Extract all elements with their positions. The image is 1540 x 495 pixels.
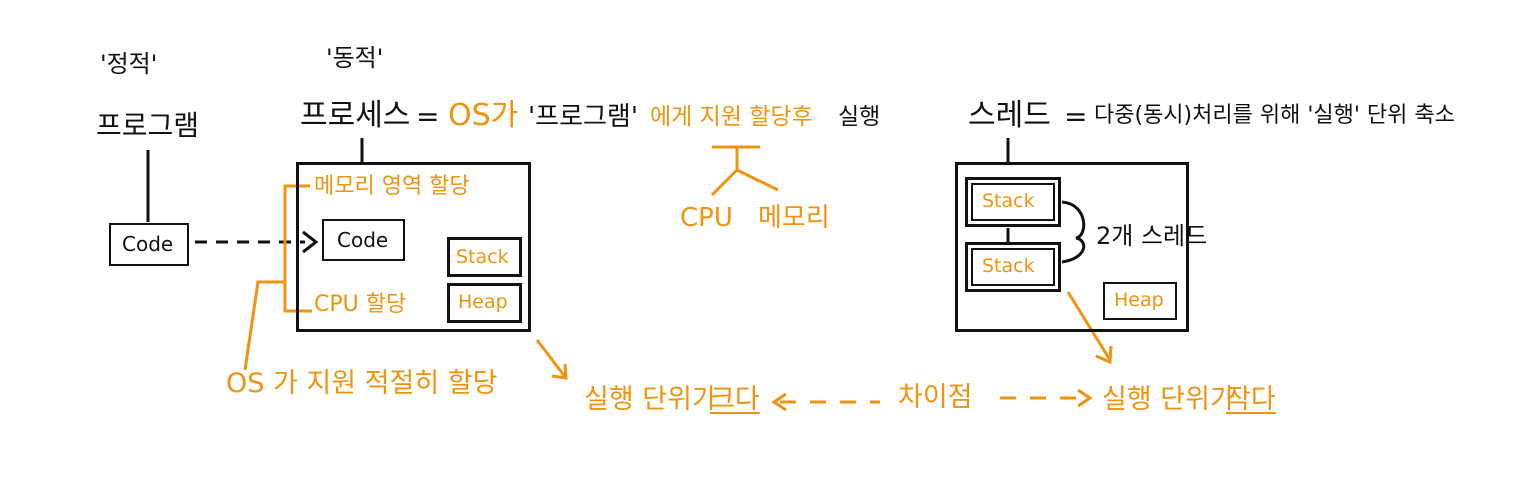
- process-stack-box: [447, 237, 522, 277]
- compare-right-key: 작다: [1226, 384, 1276, 415]
- thread-result-arrowhead: [1095, 345, 1113, 365]
- process-code-label: Code: [337, 228, 389, 252]
- process-def-run: 실행: [838, 104, 881, 130]
- resource-fork-right: [736, 168, 779, 192]
- thread-count-label: 2개 스레드: [1096, 222, 1208, 250]
- thread-stack-1-label: Stack: [982, 190, 1035, 212]
- thread-result-arrow: [1066, 291, 1112, 361]
- thread-definition: 다중(동시)처리를 위해 '실행' 단위 축소: [1094, 103, 1455, 128]
- thread-stack-2-inner: [971, 248, 1055, 286]
- compare-left-prefix: 실행 단위가: [584, 384, 717, 415]
- thread-heap-label: Heap: [1114, 289, 1164, 311]
- process-def-os: OS가: [448, 98, 519, 133]
- program-title: 프로그램: [96, 109, 200, 142]
- thread-equals: =: [1064, 100, 1088, 133]
- thread-stack-1-outer: [965, 177, 1061, 227]
- thread-brace: [1061, 200, 1086, 264]
- thread-box: [955, 162, 1189, 332]
- thread-stack-1-inner: [971, 183, 1055, 221]
- program-code-label: Code: [122, 232, 174, 256]
- process-heap-label: Heap: [458, 291, 508, 313]
- os-note-leader: [243, 280, 285, 371]
- process-box: [296, 162, 531, 332]
- thread-stack-2-label: Stack: [982, 255, 1035, 277]
- process-tag: '동적': [326, 44, 384, 72]
- process-def-rest: 에게 지원 할당후: [650, 104, 813, 130]
- process-title: 프로세스: [300, 98, 411, 133]
- static-tag: '정적': [100, 50, 158, 78]
- process-result-arrow: [535, 339, 568, 379]
- compare-right-prefix: 실행 단위가: [1102, 384, 1235, 415]
- compare-left-key: 크다: [710, 384, 760, 415]
- resource-memory: 메모리: [758, 203, 830, 233]
- memory-alloc-label: 메모리 영역 할당: [314, 174, 470, 199]
- thread-title: 스레드: [968, 98, 1051, 133]
- process-heap-box: [447, 283, 522, 323]
- compare-left-arrowhead: [771, 392, 787, 412]
- thread-stack-2-outer: [965, 242, 1061, 292]
- process-stack-label: Stack: [456, 246, 509, 268]
- process-code-box: [322, 219, 405, 261]
- compare-middle: 차이점: [898, 382, 973, 413]
- program-code-box: [109, 223, 189, 266]
- cpu-alloc-label: CPU 할당: [314, 292, 407, 317]
- process-result-arrowhead: [551, 363, 568, 380]
- process-def-program: '프로그램': [528, 102, 638, 132]
- resource-fork-left: [710, 168, 739, 197]
- compare-right-arrowhead: [1077, 388, 1093, 408]
- process-equals: =: [416, 100, 440, 133]
- thread-heap-box: [1103, 282, 1177, 320]
- resource-cpu: CPU: [680, 203, 733, 233]
- load-arrowhead: [302, 230, 319, 254]
- os-note: OS 가 지원 적절히 할당: [226, 368, 498, 399]
